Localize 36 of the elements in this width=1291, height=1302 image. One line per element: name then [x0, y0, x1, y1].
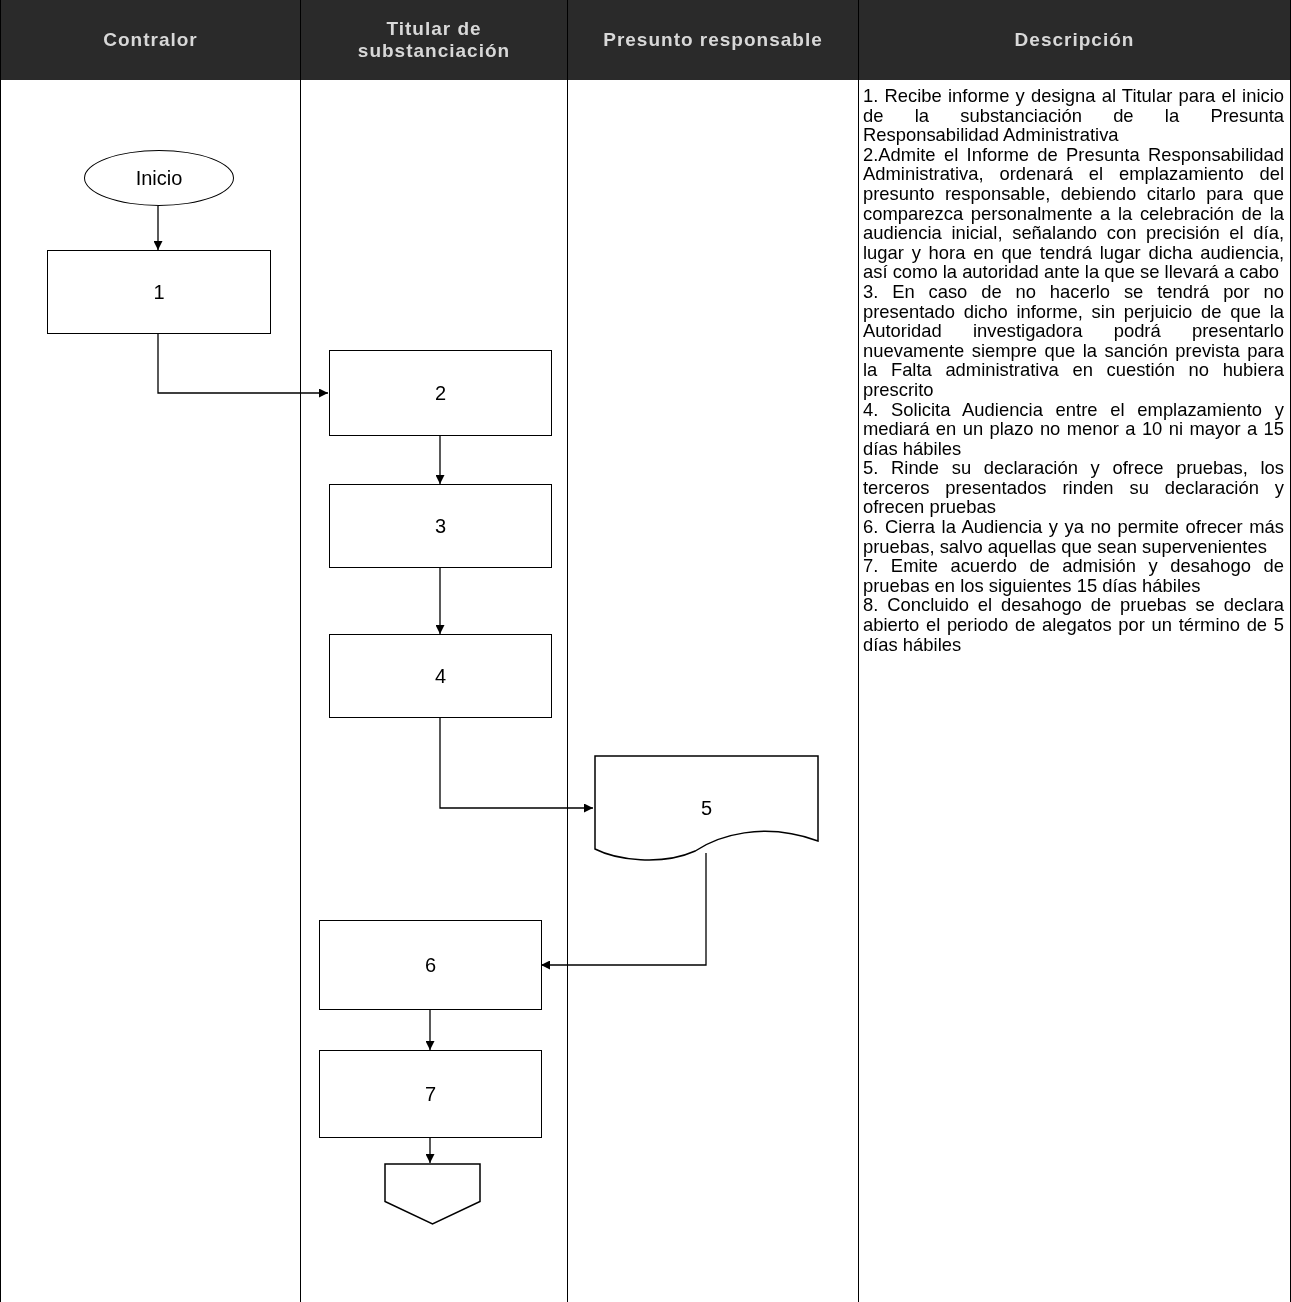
arrow: [157, 333, 329, 398]
step-number: 4: [434, 664, 447, 688]
arrow: [540, 852, 707, 970]
step-description: 6. Cierra la Audiencia y ya no permite ofrecer más pruebas, salvo aquellas que sean supervenientes: [863, 517, 1284, 557]
process-box: [319, 1050, 542, 1138]
process-box: [329, 484, 552, 568]
step-number: 2: [434, 381, 447, 405]
column-header: Titular de substanciación: [356, 18, 512, 62]
step-description: 8. Concluido el desahogo de pruebas se declara abierto el periodo de alegatos por un término de 5 días hábiles: [863, 595, 1284, 655]
arrow: [439, 717, 594, 813]
terminal-label: Inicio: [135, 166, 183, 190]
column-header: Presunto responsable: [603, 29, 823, 51]
document-shape: [594, 755, 819, 861]
step-description: 7. Emite acuerdo de admisión y desahogo de pruebas en los siguientes 15 días hábiles: [863, 556, 1284, 596]
step-description: 4. Solicita Audiencia entre el emplazamiento y mediará en un plazo no menor a 10 ni mayor a 15 días hábiles: [863, 399, 1284, 459]
column-header: Descripción: [1014, 29, 1135, 51]
step-description: 2.Admite el Informe de Presunta Responsabilidad Administrativa, ordenará el emplazamiento del presunto responsable, debiendo citarlo para que comparezca personalmente a la celebración de la audiencia inicial, señalando con precisión el día, lugar y hora en que tendrá lugar dicha audiencia, así como la autoridad ante la que se llevará a cabo: [863, 144, 1284, 282]
arrow: [425, 1137, 435, 1164]
arrow: [425, 1009, 435, 1051]
step-number: 6: [424, 953, 437, 977]
step-number: 5: [700, 796, 713, 820]
process-box: [329, 634, 552, 718]
step-number: 3: [434, 514, 447, 538]
step-number: 1: [153, 280, 165, 304]
arrow: [153, 205, 163, 251]
arrow: [435, 435, 445, 485]
step-description: 3. En caso de no hacerlo se tendrá por no presentado dicho informe, sin perjuicio de que la Autoridad investigadora podrá presentarlo nuevamente siempre que la sanción prevista para la Falta administrativa en cuestión no hubiera prescrito: [863, 281, 1284, 400]
process-box: [47, 250, 271, 334]
column-header: Contralor: [103, 29, 198, 51]
arrow: [435, 567, 445, 635]
step-number: 7: [424, 1082, 437, 1106]
process-box: [319, 920, 542, 1010]
process-box: [329, 350, 552, 436]
off-page-connector: [384, 1163, 481, 1225]
step-description: 1. Recibe informe y designa al Titular para el inicio de la substanciación de la Presunta Responsabilidad Administrativa: [863, 86, 1284, 145]
step-description: 5. Rinde su declaración y ofrece pruebas, los terceros presentados rinden su declaración y ofrecen pruebas: [863, 458, 1284, 518]
